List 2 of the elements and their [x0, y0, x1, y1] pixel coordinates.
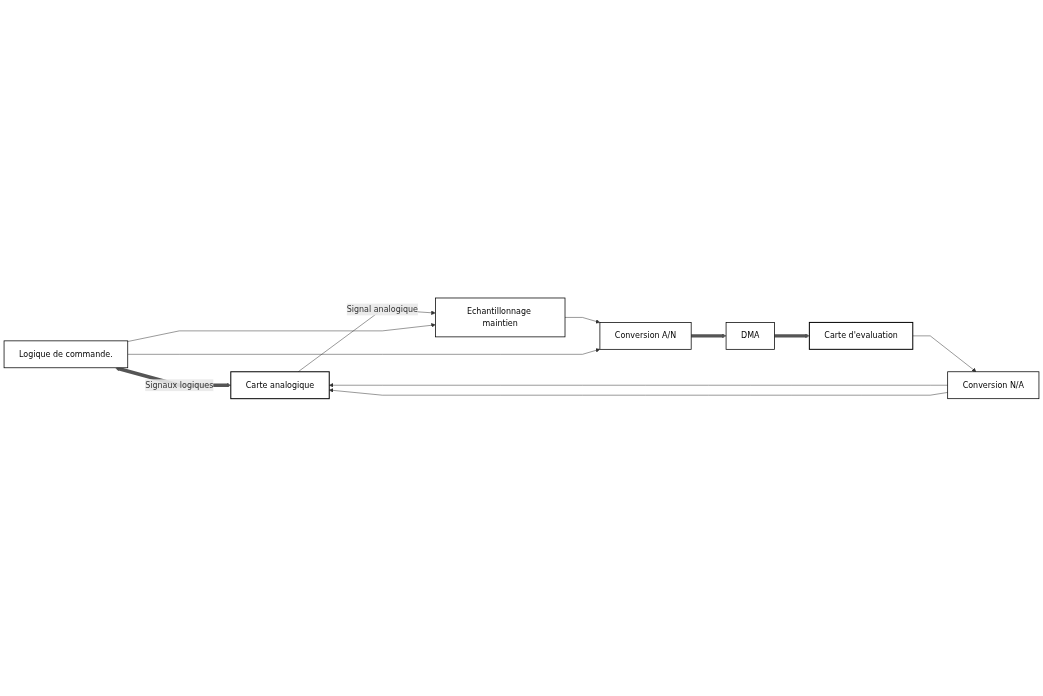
- arrow: [774, 333, 810, 338]
- arrow: [691, 333, 727, 338]
